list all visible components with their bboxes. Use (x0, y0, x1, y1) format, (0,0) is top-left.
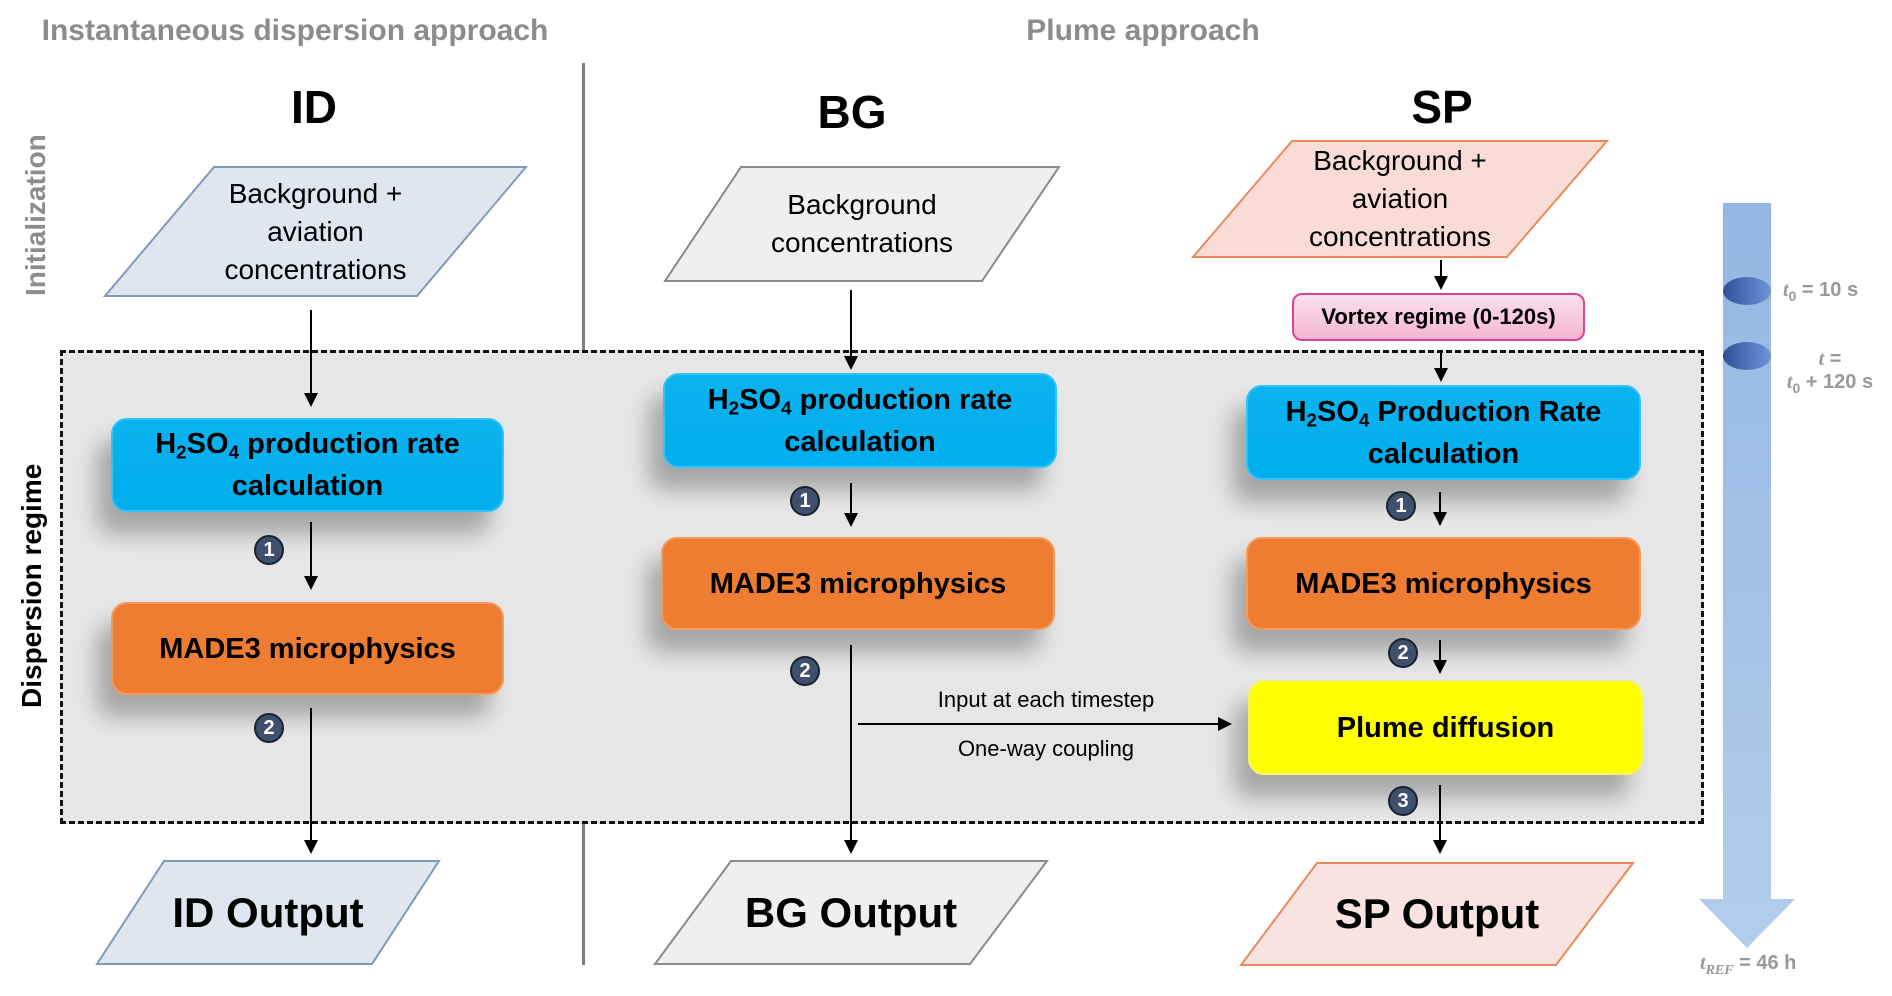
timeline-label-t0: t0 = 10 s (1783, 279, 1859, 304)
arrow-bg-made3-to-output (844, 645, 858, 854)
sp-made3-box: MADE3 microphysics (1246, 537, 1641, 630)
step-badge-2: 2 (254, 713, 284, 743)
sp-output-parallelogram: SP Output (1239, 862, 1636, 966)
bg-output-text: BG Output (744, 888, 958, 936)
arrow-coupling-bg-to-plume (858, 717, 1232, 731)
column-title-id: ID (291, 81, 337, 133)
plume-diffusion-box: Plume diffusion (1248, 680, 1643, 775)
arrow-sp-made3-to-diffusion (1433, 640, 1447, 674)
timeline-arrow (1698, 203, 1796, 949)
arrow-id-production-to-made3 (304, 522, 318, 590)
arrow-sp-input-to-vortex (1434, 260, 1448, 290)
arrow-id-input-to-production (304, 310, 318, 407)
arrow-bg-input-to-production (844, 290, 858, 370)
id-output-parallelogram: ID Output (95, 860, 441, 965)
step-badge-2: 2 (1388, 638, 1418, 668)
arrow-id-made3-to-output (304, 708, 318, 854)
vortex-regime-box: Vortex regime (0-120s) (1292, 293, 1585, 341)
bg-output-parallelogram: BG Output (653, 860, 1049, 965)
id-made3-box: MADE3 microphysics (111, 602, 504, 695)
id-output-text: ID Output (172, 888, 364, 936)
bg-made3-box: MADE3 microphysics (661, 537, 1055, 630)
coupling-label-top: Input at each timestep (937, 687, 1155, 712)
step-badge-1: 1 (1386, 491, 1416, 521)
coupling-label-bottom: One-way coupling (957, 736, 1135, 761)
timeline-label-t120: t = t0 + 120 s (1786, 348, 1874, 396)
column-title-sp: SP (1411, 81, 1473, 133)
arrow-vortex-to-production (1434, 350, 1448, 382)
column-title-bg: BG (817, 86, 887, 138)
timeline-marker-t0 (1723, 277, 1771, 305)
step-badge-1: 1 (790, 486, 820, 516)
step-badge-1: 1 (254, 535, 284, 565)
arrow-sp-production-to-made3 (1433, 492, 1447, 526)
arrow-sp-diffusion-to-output (1433, 785, 1447, 854)
section-title-plume: Plume approach (1026, 14, 1260, 47)
step-badge-3: 3 (1388, 786, 1418, 816)
section-title-instantaneous: Instantaneous dispersion approach (41, 14, 549, 47)
sp-output-text: SP Output (1334, 890, 1540, 937)
timeline-marker-t120 (1723, 342, 1771, 370)
row-label-initialization: Initialization (20, 134, 51, 296)
arrow-bg-production-to-made3 (844, 483, 858, 527)
row-label-dispersion: Dispersion regime (16, 463, 47, 708)
step-badge-2: 2 (790, 656, 820, 686)
timeline-label-tref: tREF = 46 h (1700, 952, 1797, 978)
